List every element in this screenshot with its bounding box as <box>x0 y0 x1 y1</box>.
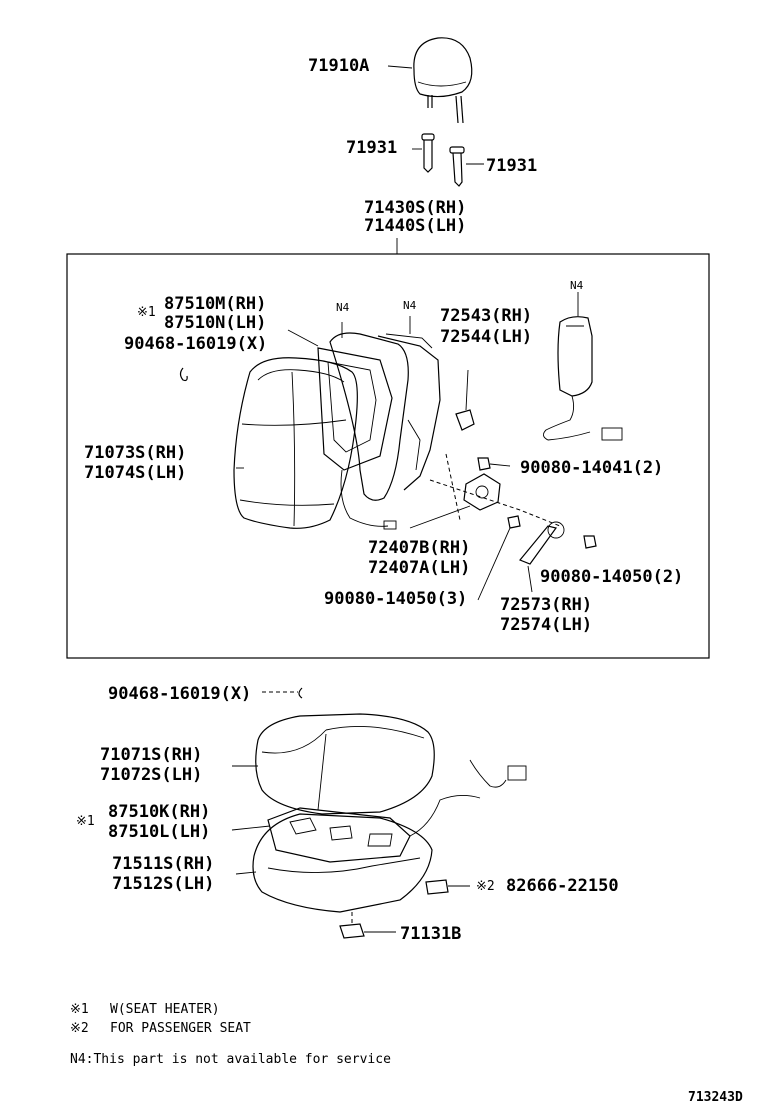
label-heater-back-rh: 87510M(RH) <box>164 294 267 314</box>
label-cover-back-rh: 71073S(RH) <box>84 443 187 463</box>
label-hog-ring-upper: 90468-16019(X) <box>124 334 268 354</box>
side-unit-drawing <box>543 292 623 441</box>
note-1-mark: ※1 <box>70 1002 89 1017</box>
label-n4-left: N4 <box>336 301 350 314</box>
label-lever-lh: 72574(LH) <box>500 615 593 635</box>
label-clip: 71131B <box>400 924 462 944</box>
hinge-cover-drawing <box>455 369 475 431</box>
label-headrest: 71910A <box>308 56 370 76</box>
headrest-guides-drawing <box>412 133 484 187</box>
recliner-drawing <box>409 453 561 529</box>
cushion-cover-drawing <box>232 713 435 815</box>
label-bolt-14041: 90080-14041(2) <box>520 458 664 478</box>
label-n4-mid: N4 <box>403 299 417 312</box>
label-bolt-14050-3: 90080-14050(3) <box>324 589 468 609</box>
label-heater-back-lh: 87510N(LH) <box>164 313 267 333</box>
bolt-drawings <box>477 457 597 549</box>
hog-ring-lower-drawing <box>262 687 303 699</box>
label-hinge-cover-lh: 72544(LH) <box>440 327 533 347</box>
label-heater-cushion-mark: ※1 <box>76 814 95 829</box>
headrest-drawing <box>387 37 473 124</box>
seatback-heater-drawing <box>317 347 397 530</box>
clip-drawing <box>339 912 396 939</box>
label-guide-right: 71931 <box>486 156 538 176</box>
note-2-mark: ※2 <box>70 1021 89 1036</box>
cushion-heater-drawing <box>231 759 527 863</box>
label-pad-rh: 71511S(RH) <box>112 854 215 874</box>
hog-ring-upper-drawing <box>179 367 188 382</box>
label-frame-rh: 71430S(RH) <box>364 198 467 218</box>
n4-note: N4:This part is not available for servic… <box>70 1052 391 1067</box>
label-n4-right: N4 <box>570 279 584 292</box>
sensor-drawing <box>425 879 470 895</box>
label-frame-lh: 71440S(LH) <box>364 216 467 236</box>
seatback-group-box <box>66 253 710 659</box>
note-1-text: W(SEAT HEATER) <box>110 1002 220 1017</box>
label-cover-cushion-rh: 71071S(RH) <box>100 745 203 765</box>
diagram-code: 713243D <box>688 1090 743 1105</box>
label-guide-left: 71931 <box>346 138 398 158</box>
leader-lines-box <box>236 329 511 601</box>
seatback-frame-drawing <box>329 316 441 501</box>
label-bolt-14050-2: 90080-14050(2) <box>540 567 684 587</box>
note-2-text: FOR PASSENGER SEAT <box>110 1021 251 1036</box>
cushion-pad-drawing <box>235 813 433 913</box>
lever-drawing <box>519 521 565 593</box>
label-sensor: 82666-22150 <box>506 876 619 896</box>
label-lever-rh: 72573(RH) <box>500 595 593 615</box>
label-heater-back-mark: ※1 <box>137 305 156 320</box>
label-hinge-cover-rh: 72543(RH) <box>440 306 533 326</box>
label-cover-cushion-lh: 71072S(LH) <box>100 765 203 785</box>
label-heater-cushion-lh: 87510L(LH) <box>108 822 211 842</box>
label-heater-cushion-rh: 87510K(RH) <box>108 802 211 822</box>
label-recliner-rh: 72407B(RH) <box>368 538 471 558</box>
label-sensor-mark: ※2 <box>476 879 495 894</box>
seatback-cover-drawing <box>233 357 358 529</box>
label-recliner-lh: 72407A(LH) <box>368 558 471 578</box>
label-cover-back-lh: 71074S(LH) <box>84 463 187 483</box>
label-pad-lh: 71512S(LH) <box>112 874 215 894</box>
label-hog-ring-lower: 90468-16019(X) <box>108 684 252 704</box>
